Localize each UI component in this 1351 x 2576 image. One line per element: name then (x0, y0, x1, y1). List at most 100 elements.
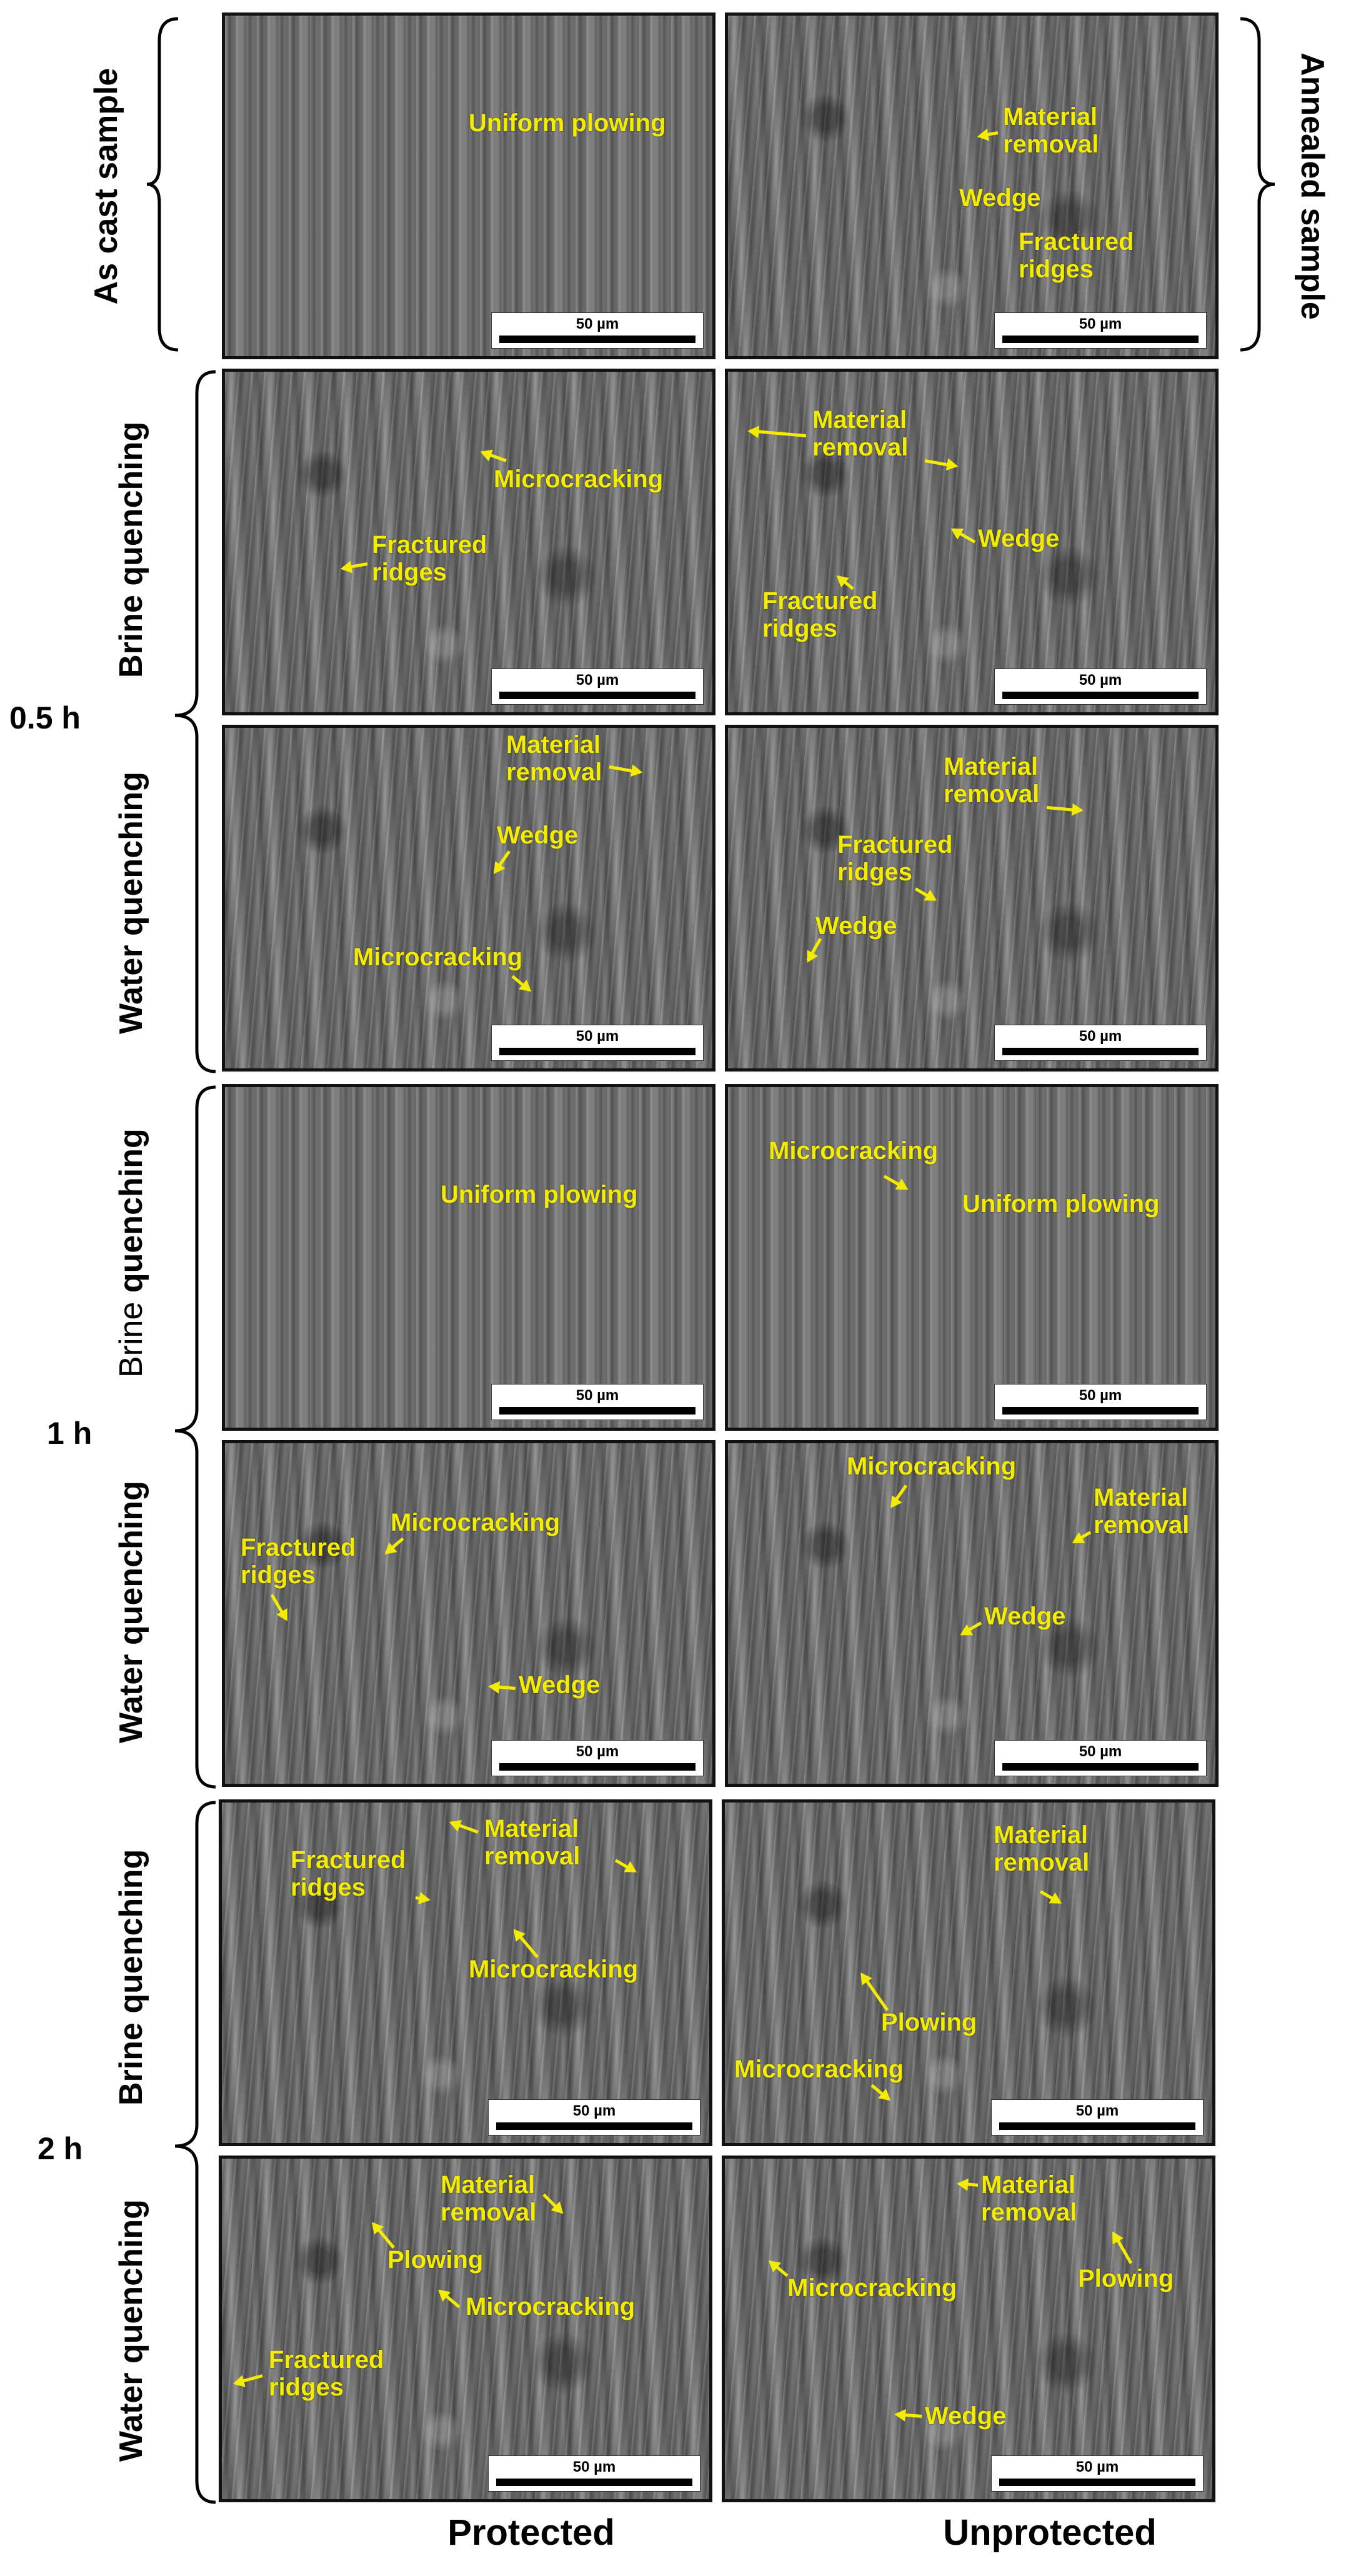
annotation-wedge: Wedge (984, 1603, 1066, 1630)
scale-bar: 50 µm (994, 1740, 1207, 1776)
scale-bar: 50 µm (994, 312, 1207, 349)
annotation-wedge: Wedge (497, 822, 579, 849)
scale-bar-line (999, 2122, 1195, 2130)
scale-bar: 50 µm (488, 2099, 700, 2136)
scale-bar: 50 µm (994, 1025, 1207, 1061)
label-brine-0-5h: Brine quenching (113, 421, 149, 678)
annotation-line-1: Material (441, 2171, 536, 2199)
scale-bar-line (1002, 1407, 1199, 1415)
annotation-wedge: Wedge (959, 184, 1041, 212)
scale-bar-label: 50 µm (572, 2459, 616, 2475)
label-water-0-5h: Water quenching (113, 772, 149, 1034)
scale-bar: 50 µm (491, 669, 704, 705)
annotation-line-1: Fractured (372, 531, 487, 559)
scale-bar-label: 50 µm (1079, 1028, 1122, 1045)
sem-texture (728, 16, 1215, 356)
annotation-line-1: Fractured (762, 587, 878, 615)
scale-bar: 50 µm (991, 2455, 1204, 2492)
scale-bar-line (1002, 692, 1199, 699)
annotation-plowing: Plowing (387, 2246, 484, 2274)
annotation-microcracking: Microcracking (466, 2293, 636, 2320)
sem-texture (225, 1087, 712, 1428)
scale-bar: 50 µm (991, 2099, 1204, 2136)
sem-texture (728, 728, 1215, 1068)
annotation-microcracking: Microcracking (494, 465, 664, 493)
annotation-line-2: removal (506, 758, 602, 786)
annotation-line-1: Material (981, 2171, 1076, 2199)
scale-bar-label: 50 µm (576, 1028, 619, 1045)
annotation-line-2: ridges (837, 858, 913, 886)
scale-bar-line (499, 1048, 695, 1055)
scale-bar: 50 µm (491, 1025, 704, 1061)
scale-bar-line (499, 336, 695, 343)
label-annealed: Annealed sample (1294, 52, 1330, 320)
scale-bar: 50 µm (994, 1384, 1207, 1420)
label-water-2h: Water quenching (113, 2199, 149, 2462)
scale-bar: 50 µm (488, 2455, 700, 2492)
annotation-plowing: Plowing (1078, 2265, 1174, 2292)
sem-texture (225, 16, 712, 356)
annotation-line-2: removal (981, 2199, 1077, 2226)
label-brine-1h-part1: Brine (113, 1301, 149, 1378)
sem-texture (725, 1803, 1212, 2143)
annotation-line-1: Fractured (269, 2346, 384, 2374)
scale-bar: 50 µm (994, 669, 1207, 705)
scale-bar: 50 µm (491, 1384, 704, 1420)
scale-bar-label: 50 µm (576, 1387, 619, 1404)
annotation-line-2: removal (944, 780, 1040, 808)
label-brine-1h-part2: quenching (113, 1128, 149, 1302)
scale-bar-line (496, 2479, 692, 2486)
scale-bar-label: 50 µm (1079, 672, 1122, 689)
scale-bar-line (1002, 336, 1199, 343)
annotation-line-2: removal (1003, 131, 1099, 158)
annotation-line-1: Material (484, 1815, 579, 1842)
annotation-line-1: Material (994, 1821, 1089, 1849)
sem-panel-as-cast: Uniform plowing 50 µm (222, 12, 715, 359)
annotation-line-2: ridges (241, 1561, 316, 1589)
label-as-cast: As cast sample (88, 67, 124, 305)
scale-bar-label: 50 µm (1079, 1387, 1122, 1404)
annotation-line-1: Fractured (1019, 228, 1134, 256)
annotation-line-1: Fractured (291, 1846, 406, 1874)
annotation-line-1: Material (1003, 103, 1098, 131)
annotation-line-1: Material (812, 406, 907, 434)
scale-bar-line (1002, 1048, 1199, 1055)
annotation-line-2: ridges (372, 559, 447, 586)
label-water-1h: Water quenching (113, 1481, 149, 1743)
annotation-uniform-plowing: Uniform plowing (962, 1190, 1160, 1218)
scale-bar-line (496, 2122, 692, 2130)
sem-panel-1h-brine-unprotected: Microcracking Uniform plowing 50 µm (725, 1084, 1219, 1431)
annotation-line-1: Material (1094, 1484, 1189, 1511)
annotation-line-2: removal (994, 1849, 1090, 1876)
annotation-wedge: Wedge (978, 525, 1060, 552)
label-brine-2h: Brine quenching (113, 1849, 149, 2106)
column-label-unprotected: Unprotected (943, 2512, 1157, 2553)
scale-bar-line (1002, 1763, 1199, 1771)
sem-texture (725, 2159, 1212, 2499)
scale-bar-label: 50 µm (1079, 316, 1122, 332)
scale-bar-label: 50 µm (576, 1743, 619, 1760)
annotation-line-1: Fractured (837, 831, 953, 858)
sem-texture (728, 1443, 1215, 1784)
annotation-microcracking: Microcracking (787, 2274, 957, 2302)
sem-texture (225, 1443, 712, 1784)
